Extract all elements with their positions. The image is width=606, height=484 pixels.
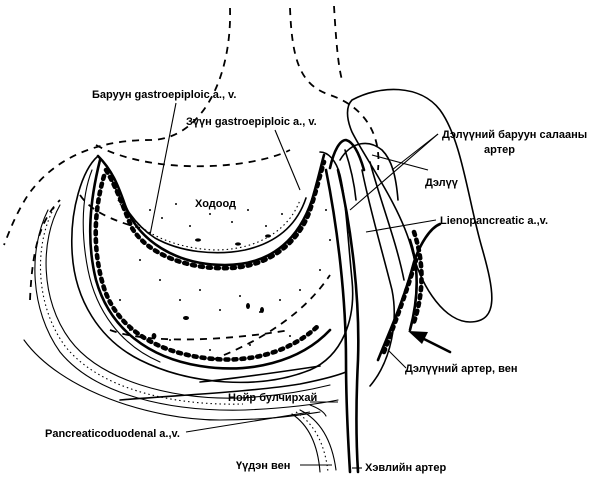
label-right-gastroepiploic: Баруун gastroepiploic a., v. (92, 89, 236, 101)
arrow-icon (408, 331, 450, 352)
label-left-gastroepiploic: Зүүн gastroepiploic a., v. (186, 116, 317, 128)
vessel-group (120, 140, 440, 472)
label-portal-vein: Үүдэн вен (236, 460, 290, 472)
label-spleen-right-branch-1: Дэлүүний баруун салааны (442, 129, 587, 141)
label-pancreaticoduodenal: Pancreaticoduodenal a.,v. (45, 428, 180, 440)
label-spleen: Дэлүү (425, 177, 459, 189)
label-splenic-artery-vein: Дэлүүний артер, вен (405, 363, 518, 375)
leader-lines (150, 103, 438, 468)
label-spleen-right-branch-2: артер (484, 144, 515, 156)
label-stomach: Ходоод (195, 198, 236, 210)
stomach-group (72, 152, 353, 382)
label-lienopancreatic: Lienopancreatic a.,v. (440, 215, 548, 227)
dashed-outline-group (4, 6, 378, 360)
label-abdominal-artery: Хэвлийн артер (365, 462, 446, 474)
label-pancreas: Нойр булчирхай (228, 392, 317, 404)
